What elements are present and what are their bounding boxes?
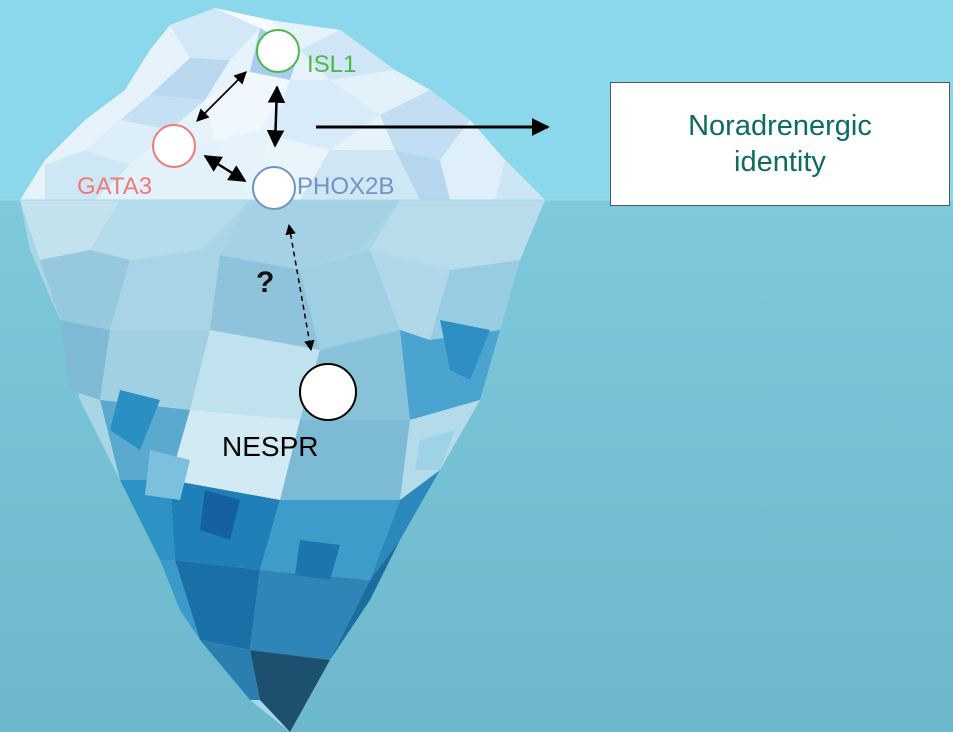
question-mark: ?: [256, 266, 275, 299]
isl1-node: [256, 29, 300, 73]
nespr-node: [299, 363, 357, 421]
nespr-label: NESPR: [222, 431, 319, 462]
gata3-label: GATA3: [77, 173, 153, 200]
isl1-gata3-arrow: [196, 71, 247, 122]
noradrenergic-identity-box: Noradrenergic identity: [610, 82, 950, 206]
phox2b-nespr-dashed-arrow: [285, 223, 315, 352]
iceberg-underwater: [20, 200, 545, 732]
isl1-phox2b-arrow: [266, 85, 286, 148]
gata3-node: [152, 124, 196, 168]
isl1-label: ISL1: [307, 51, 357, 78]
gata3-phox2b-arrow: [203, 154, 247, 183]
phox2b-node: [252, 166, 296, 210]
noradrenergic-identity-text: Noradrenergic identity: [688, 109, 872, 178]
phox2b-label: PHOX2B: [297, 173, 395, 200]
